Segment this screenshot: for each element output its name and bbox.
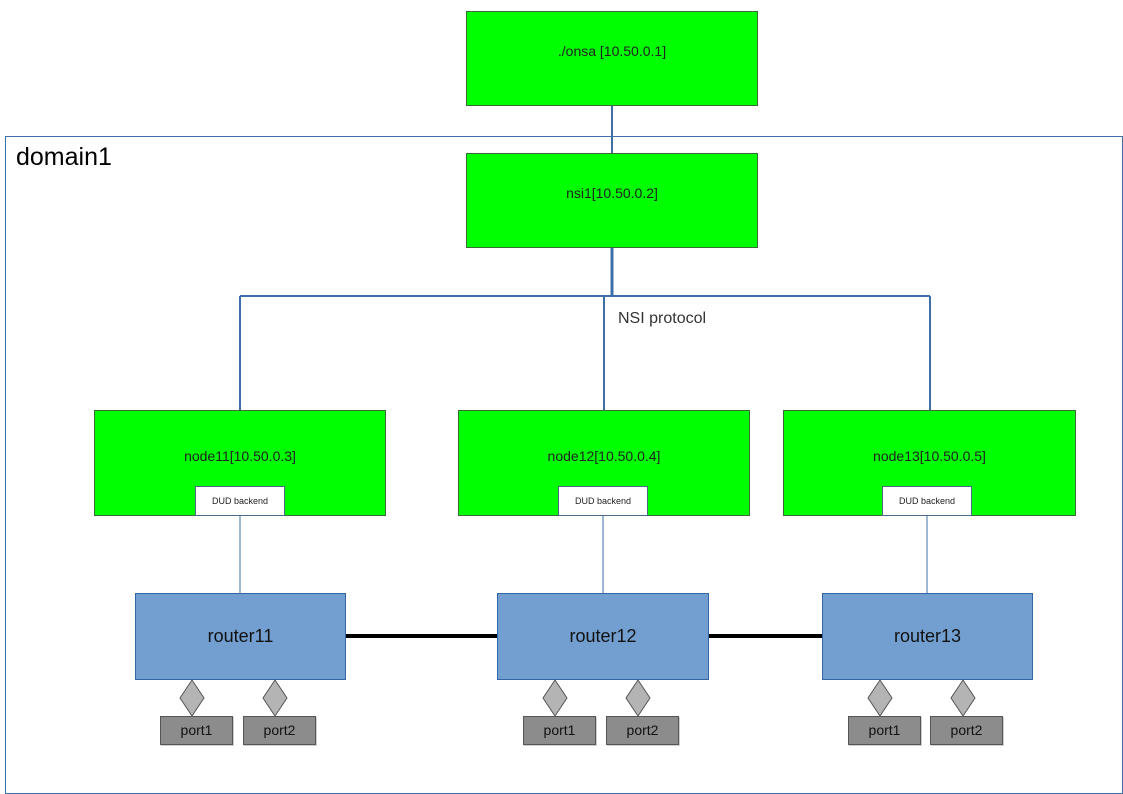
onsa-label: ./onsa [10.50.0.1] bbox=[557, 43, 667, 59]
node12-backend[interactable]: DUD backend bbox=[558, 486, 648, 516]
router13-port2[interactable]: port2 bbox=[930, 716, 1003, 745]
node11-label: node11[10.50.0.3] bbox=[184, 448, 296, 464]
router13-label: router13 bbox=[893, 626, 962, 646]
node13-label: node13[10.50.0.5] bbox=[873, 448, 986, 464]
router13-port2-connector-icon bbox=[950, 679, 976, 717]
node11[interactable]: node11[10.50.0.3] DUD backend bbox=[94, 410, 386, 516]
router11-label: router11 bbox=[207, 626, 274, 646]
node11-backend[interactable]: DUD backend bbox=[195, 486, 285, 516]
node13-backend[interactable]: DUD backend bbox=[882, 486, 972, 516]
router13-port1[interactable]: port1 bbox=[848, 716, 921, 745]
router11-port2-connector-icon bbox=[262, 679, 288, 717]
nsi-label: nsi1[10.50.0.2] bbox=[566, 185, 658, 201]
router12-port2-connector-icon bbox=[625, 679, 651, 717]
router12[interactable]: router12 bbox=[497, 593, 709, 680]
node13[interactable]: node13[10.50.0.5] DUD backend bbox=[783, 410, 1076, 516]
node12-label: node12[10.50.0.4] bbox=[547, 448, 661, 464]
router11[interactable]: router11 bbox=[135, 593, 346, 680]
router12-port1-connector-icon bbox=[542, 679, 568, 717]
router11-port1[interactable]: port1 bbox=[160, 716, 233, 745]
protocol-label: NSI protocol bbox=[618, 310, 707, 327]
router11-port1-connector-icon bbox=[179, 679, 205, 717]
router12-port1[interactable]: port1 bbox=[523, 716, 596, 745]
router13[interactable]: router13 bbox=[822, 593, 1033, 680]
node12[interactable]: node12[10.50.0.4] DUD backend bbox=[458, 410, 750, 516]
nsi-node[interactable]: nsi1[10.50.0.2] bbox=[466, 153, 758, 248]
domain-label: domain1 bbox=[16, 143, 112, 171]
router12-label: router12 bbox=[569, 626, 637, 646]
router11-port2[interactable]: port2 bbox=[243, 716, 316, 745]
router12-port2[interactable]: port2 bbox=[606, 716, 679, 745]
router13-port1-connector-icon bbox=[867, 679, 893, 717]
onsa-node[interactable]: ./onsa [10.50.0.1] bbox=[466, 11, 758, 106]
